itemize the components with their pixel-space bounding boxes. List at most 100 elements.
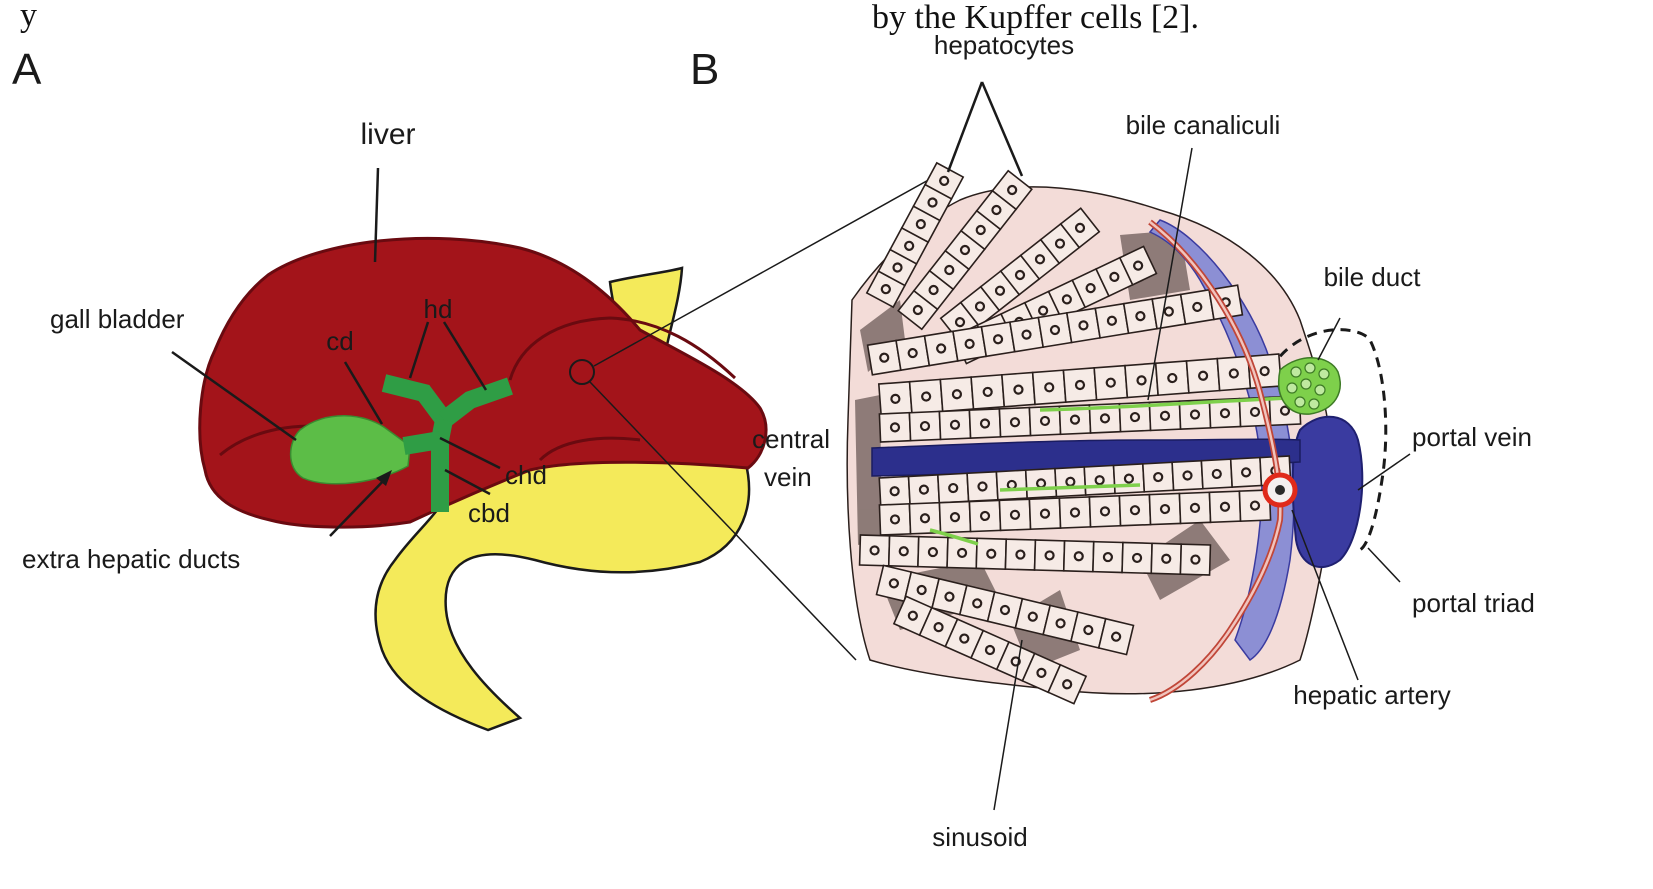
- liver-leader: [373, 167, 380, 263]
- hepatocyte: [1031, 369, 1067, 406]
- hepatocyte: [939, 376, 975, 413]
- hepatocyte: [1150, 542, 1183, 575]
- hepatocyte: [1001, 371, 1036, 408]
- hepatocyte: [1039, 222, 1081, 265]
- portal-vein-leader: [1357, 453, 1411, 491]
- label-hd: hd: [424, 294, 453, 324]
- hepatocyte: [1093, 364, 1129, 401]
- hepatocyte: [1062, 540, 1095, 573]
- panel-b: B: [690, 30, 1535, 852]
- panel-a-letter: A: [12, 45, 42, 94]
- zoom-connector-top: [593, 177, 933, 367]
- hepatocyte: [1004, 538, 1037, 571]
- hepatocyte: [908, 410, 942, 442]
- hepatocyte: [952, 325, 988, 362]
- hepatocyte: [1178, 491, 1212, 525]
- hepatocyte: [1092, 540, 1124, 574]
- label-sinusoid: sinusoid: [932, 822, 1027, 852]
- hepatocyte: [858, 534, 891, 567]
- hepatocyte: [995, 640, 1036, 682]
- label-hepatic-artery: hepatic artery: [1293, 680, 1451, 710]
- hepatocyte: [1024, 467, 1058, 499]
- hepatocyte: [1148, 492, 1182, 526]
- hepatocyte: [923, 330, 959, 367]
- panel-a-leaders: [171, 167, 501, 537]
- label-hepatocytes: hepatocytes: [934, 30, 1074, 60]
- bile-duct-cluster: [1278, 357, 1341, 415]
- hd-leader-left: [408, 321, 430, 379]
- label-extra-hepatic-ducts: extra hepatic ducts: [22, 544, 240, 574]
- label-chd: chd: [505, 460, 547, 490]
- hepatocyte: [969, 629, 1011, 671]
- header-text-left: y: [20, 0, 37, 34]
- hepatocyte: [1083, 464, 1116, 496]
- hepatocytes-leader-left: [946, 81, 984, 173]
- bile-canaliculus: [929, 528, 979, 546]
- hepatocyte: [1179, 288, 1215, 325]
- hd-leader-right: [442, 321, 488, 391]
- hepatocyte: [1200, 458, 1234, 490]
- hepatocyte: [998, 406, 1032, 438]
- hepatocyte: [1229, 456, 1263, 488]
- hepatocyte: [1118, 493, 1152, 527]
- bile-canaliculi-leader: [1147, 147, 1193, 401]
- hepatocyte: [1028, 497, 1062, 531]
- portal-triad-ellipse: [1268, 328, 1388, 552]
- hepatocyte: [968, 408, 1002, 439]
- label-portal-triad: portal triad: [1412, 588, 1535, 618]
- hepatocyte: [975, 189, 1018, 231]
- hepatocyte: [1185, 357, 1221, 394]
- hepatocyte: [875, 564, 913, 603]
- common-hepatic-duct: [431, 418, 453, 442]
- chd-leader: [439, 436, 501, 470]
- hepatic-duct-left: [381, 374, 452, 426]
- bile-duct-leader: [1317, 317, 1341, 361]
- hepatocyte: [878, 475, 911, 507]
- hepatocyte: [1112, 463, 1146, 495]
- hepatocyte: [1058, 404, 1092, 436]
- bile-canaliculus: [1039, 396, 1291, 412]
- cbd-leader: [444, 468, 491, 496]
- hepatocyte: [1238, 489, 1272, 522]
- hepatocyte: [1178, 399, 1212, 430]
- hepatocyte: [998, 498, 1032, 532]
- hepatocyte-plates: [858, 161, 1302, 705]
- hepatocyte: [887, 535, 920, 568]
- hepatocyte: [1179, 543, 1212, 576]
- extra-hepatic-arrowhead: [376, 470, 392, 486]
- bile-ducts: [381, 374, 513, 512]
- panel-b-leaders: [946, 81, 1411, 811]
- hepatocyte: [966, 470, 999, 503]
- bile-canaliculi-lines: [929, 396, 1291, 546]
- extra-hepatic-leader: [329, 477, 387, 537]
- liver-lobe-line: [508, 316, 737, 381]
- hepatocyte: [1216, 355, 1252, 392]
- hepatocyte: [1028, 405, 1062, 437]
- hepatocyte: [878, 503, 912, 536]
- hepatocyte: [975, 537, 1008, 570]
- label-central-vein-line2: vein: [764, 462, 812, 492]
- hepatocyte: [1062, 367, 1098, 403]
- panel-b-letter: B: [690, 45, 719, 94]
- portal-vein-shape: [1291, 415, 1364, 569]
- hepatocyte: [1118, 245, 1158, 286]
- hepatocyte: [991, 169, 1033, 211]
- header-text-right: by the Kupffer cells [2].: [872, 0, 1199, 36]
- hepatocyte: [1151, 293, 1187, 330]
- hepatocyte: [980, 321, 1016, 358]
- hepatocyte: [986, 591, 1024, 629]
- hepatic-artery-highlight: [1149, 221, 1282, 702]
- hepatocyte: [1122, 298, 1158, 335]
- hepatocyte: [1097, 617, 1135, 656]
- liver-lobe-line: [538, 436, 641, 462]
- label-portal-vein: portal vein: [1412, 422, 1532, 452]
- hepatocyte: [908, 378, 944, 415]
- hepatocyte: [1065, 307, 1102, 344]
- hepatocyte: [1054, 466, 1087, 498]
- sinusoid-leader: [993, 639, 1023, 811]
- hepatocyte: [936, 472, 970, 504]
- hepatocyte: [866, 339, 902, 376]
- label-gall-bladder: gall bladder: [50, 304, 185, 334]
